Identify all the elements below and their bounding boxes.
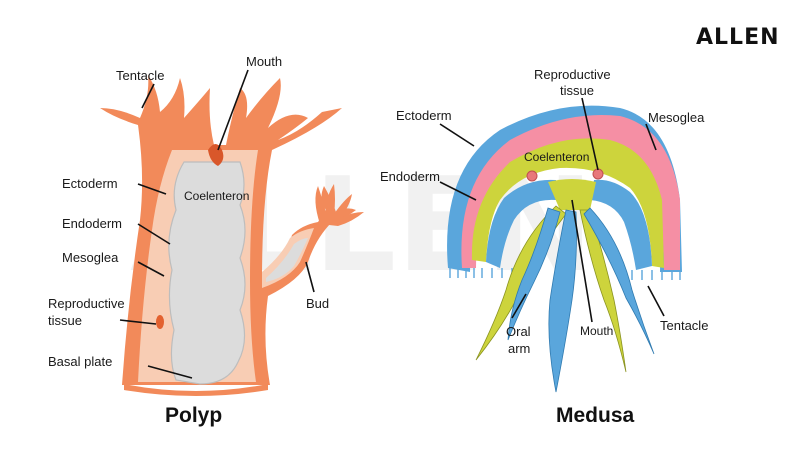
leader-polyp-reproductive (119, 319, 157, 325)
label-medusa-oral-arm-2: arm (508, 341, 530, 356)
leader-medusa-endoderm (439, 181, 477, 201)
medusa-reproductive-right (592, 168, 604, 180)
polyp-reproductive-tissue (156, 315, 164, 329)
label-polyp-coelenteron: Coelenteron (184, 189, 249, 203)
label-medusa-coelenteron: Coelenteron (524, 150, 589, 164)
label-polyp-mouth: Mouth (246, 54, 282, 69)
label-polyp-mesoglea: Mesoglea (62, 250, 119, 265)
bud-coelenteron (266, 238, 308, 282)
label-medusa-endoderm: Endoderm (380, 169, 440, 184)
label-polyp-basal-plate: Basal plate (48, 354, 112, 369)
bud-tentacles (315, 184, 364, 226)
label-medusa-reproductive-1: Reproductive (534, 67, 611, 82)
medusa-figure: Reproductive tissue Ectoderm Mesoglea Co… (380, 67, 708, 427)
label-polyp-bud: Bud (306, 296, 329, 311)
medusa-manubrium (548, 179, 596, 210)
leader-polyp-basal-plate (147, 365, 193, 379)
medusa-subumbrella (486, 179, 556, 268)
label-medusa-mouth: Mouth (580, 324, 613, 338)
medusa-oral-arm-2 (548, 209, 577, 393)
leader-medusa-mesoglea (645, 123, 657, 151)
label-polyp-tentacle: Tentacle (116, 68, 164, 83)
label-polyp-endoderm: Endoderm (62, 216, 122, 231)
leader-medusa-mouth (571, 199, 593, 323)
medusa-oral-arm-3 (579, 209, 627, 373)
leader-polyp-bud (305, 261, 315, 293)
label-medusa-reproductive-2: tissue (560, 83, 594, 98)
leader-polyp-ectoderm (137, 183, 167, 195)
polyp-basal-plate (124, 384, 268, 396)
leader-medusa-reproductive (581, 97, 599, 171)
label-medusa-tentacle: Tentacle (660, 318, 708, 333)
leader-polyp-mesoglea (137, 261, 165, 277)
label-polyp-reproductive-2: tissue (48, 313, 82, 328)
medusa-subumbrella-right (590, 179, 652, 270)
polyp-mouth-opening (208, 144, 224, 166)
caption-medusa: Medusa (556, 404, 635, 427)
label-polyp-reproductive-1: Reproductive (48, 296, 125, 311)
leader-polyp-mouth (217, 69, 249, 151)
medusa-oral-arm-5 (507, 207, 561, 341)
medusa-endoderm (471, 138, 664, 268)
label-medusa-mesoglea: Mesoglea (648, 110, 705, 125)
leader-medusa-ectoderm (439, 123, 475, 147)
label-polyp-ectoderm: Ectoderm (62, 176, 118, 191)
polyp-figure: Tentacle Mouth Ectoderm Coelenteron Endo… (48, 54, 364, 427)
brand-logo: ALLEN (696, 25, 780, 50)
leader-polyp-endoderm (137, 223, 171, 245)
polyp-coelenteron (168, 161, 246, 385)
leader-medusa-oral-arm (511, 293, 527, 319)
medusa-reproductive-left (526, 170, 538, 182)
label-medusa-oral-arm-1: Oral (506, 324, 531, 339)
leader-polyp-tentacle (141, 83, 155, 109)
medusa-oral-arm-4 (583, 207, 655, 355)
leader-medusa-tentacle (647, 285, 665, 317)
label-medusa-ectoderm: Ectoderm (396, 108, 452, 123)
caption-polyp: Polyp (165, 404, 222, 427)
